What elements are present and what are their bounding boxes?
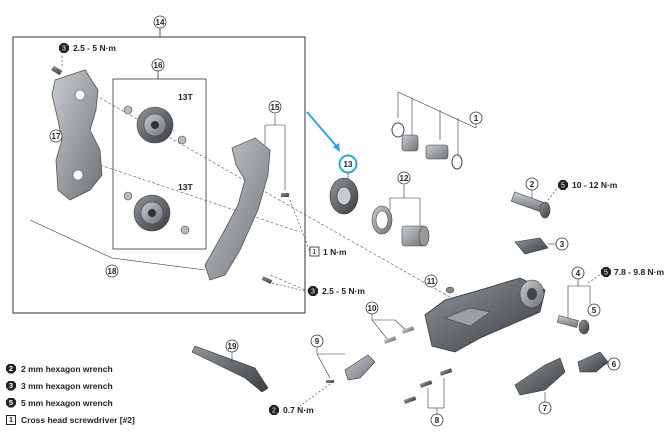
callout-2: 2: [530, 180, 535, 189]
hex3-badge-top: 3: [59, 43, 69, 53]
pulley-label-bottom: 13T: [178, 182, 193, 192]
hex5-badge-right-mid: 5: [601, 267, 611, 277]
torque-right-top: 10 - 12 N·m: [572, 180, 618, 190]
torque-mid: 2.5 - 5 N·m: [322, 286, 365, 296]
part-12-bushings: [371, 205, 430, 247]
callout-13: 13: [344, 160, 353, 169]
highlight-arrow: [333, 143, 340, 152]
torque-top: 2.5 - 5 N·m: [73, 43, 116, 53]
svg-text:3: 3: [311, 289, 315, 296]
part-3: [514, 237, 549, 255]
callout-6: 6: [612, 360, 617, 369]
legend-hex5-label: 5 mm hexagon wrench: [21, 397, 113, 408]
highlight-ring: [338, 154, 358, 174]
hex5-badge-right-top: 5: [558, 180, 568, 190]
part-7: [514, 357, 566, 396]
tool-legend: 2 2 mm hexagon wrench 3 3 mm hexagon wre…: [6, 360, 135, 428]
bolt-top-left: [51, 65, 63, 76]
inner-plate: [204, 137, 271, 281]
legend-hex3-label: 3 mm hexagon wrench: [21, 380, 113, 391]
pulley-label-top: 13T: [178, 92, 193, 102]
callout-1: 1: [474, 114, 479, 123]
part-19-tool: [191, 345, 269, 393]
svg-text:5: 5: [561, 183, 565, 190]
part-6: [577, 351, 609, 373]
svg-text:5: 5: [604, 270, 608, 277]
svg-text:1: 1: [313, 249, 317, 256]
hex-wrench-icon: 3: [6, 380, 16, 391]
part-8-screws: [403, 368, 453, 404]
screwdriver-badge: 1: [309, 246, 320, 257]
legend-row-hex2: 2 2 mm hexagon wrench: [6, 360, 135, 377]
part-13-washer: [329, 177, 359, 215]
cage-assembly-box: [12, 36, 306, 314]
torque-right-mid: 7.8 - 9.8 N·m: [614, 267, 665, 277]
torque-screwdriver: 1 N·m: [323, 247, 347, 257]
pulley-bottom: [123, 191, 190, 235]
callout-14: 14: [156, 18, 165, 27]
part-2-bolt: [510, 191, 551, 219]
pulley-top: [123, 105, 187, 145]
callout-7: 7: [543, 404, 548, 413]
callout-3: 3: [560, 240, 565, 249]
legend-screw-label: Cross head screwdriver [#2]: [21, 414, 135, 425]
part-10-pins: [383, 326, 415, 344]
outer-plate: [51, 69, 103, 201]
callout-10: 10: [368, 304, 377, 313]
torque-bottom: 0.7 N·m: [283, 405, 314, 415]
part-1-parts: [391, 122, 463, 170]
hex3-badge-mid: 3: [308, 286, 318, 296]
legend-hex2-label: 2 mm hexagon wrench: [21, 363, 113, 374]
callout-17: 17: [52, 132, 61, 141]
part-9: [344, 354, 376, 381]
callout-18: 18: [108, 267, 117, 276]
callout-19: 19: [228, 342, 237, 351]
legend-row-screw: 1 Cross head screwdriver [#2]: [6, 411, 135, 428]
screwdriver-icon: 1: [6, 414, 16, 425]
callout-9: 9: [315, 337, 320, 346]
hex2-badge-bottom: 2: [269, 405, 279, 415]
screw-15: [281, 193, 289, 197]
hex-wrench-icon: 2: [6, 363, 16, 374]
pulley-box: [112, 78, 207, 250]
part-11: [445, 286, 455, 294]
legend-row-hex3: 3 3 mm hexagon wrench: [6, 377, 135, 394]
callout-16: 16: [154, 61, 163, 70]
legend-row-hex5: 5 5 mm hexagon wrench: [6, 394, 135, 411]
callout-4: 4: [576, 269, 581, 278]
callout-12: 12: [400, 174, 409, 183]
derailleur-body: [424, 277, 546, 353]
callout-15: 15: [271, 103, 280, 112]
callout-11: 11: [427, 277, 436, 286]
hex-wrench-icon: 5: [6, 397, 16, 408]
callout-5: 5: [592, 306, 597, 315]
svg-text:3: 3: [62, 46, 66, 53]
part-4-5-bolt: [556, 315, 590, 335]
bolt-mid: [261, 276, 273, 284]
svg-text:2: 2: [272, 408, 276, 415]
callout-8: 8: [435, 416, 440, 425]
